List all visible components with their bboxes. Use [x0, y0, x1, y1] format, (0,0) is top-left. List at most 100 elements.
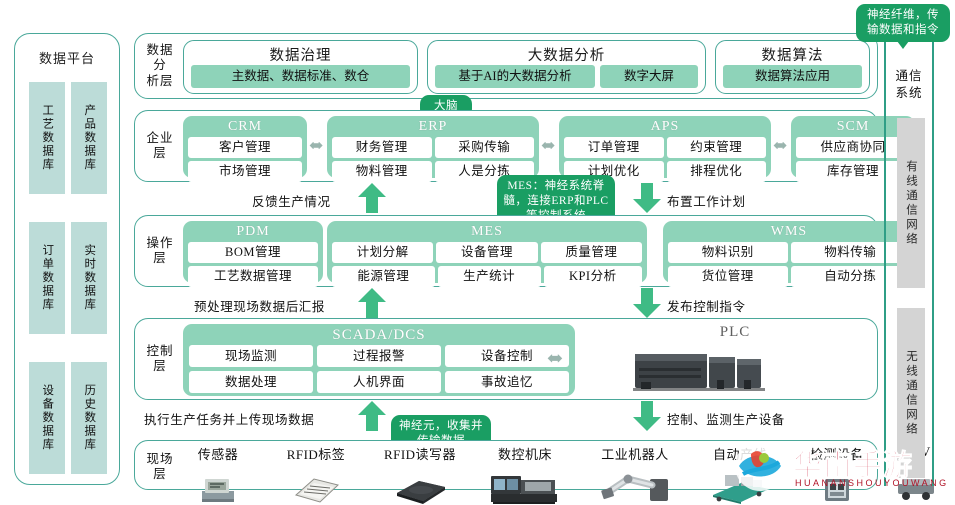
arrow-crm-erp: ⬌: [309, 136, 324, 155]
communication-column: 通信系统 有线通信网络 无线通信网络: [884, 18, 934, 486]
erp-cell-1: 采购传输: [434, 137, 534, 158]
pdm-title: PDM: [236, 224, 270, 239]
bigdata-analysis-title: 大数据分析: [527, 48, 606, 64]
wireless-network-box: 无线通信网络: [897, 308, 925, 478]
plc-hardware-icon: [633, 346, 783, 399]
mes-cell-3: 能源管理: [332, 266, 435, 287]
callout-nerve-fiber: 神经纤维，传输数据和指令: [856, 4, 950, 49]
sensor-board-icon: [181, 465, 255, 505]
label-assign-work-plan: 布置工作计划: [667, 195, 746, 209]
db-history: 历史数据库: [71, 362, 107, 474]
scada-cell-1: 过程报警: [317, 345, 441, 367]
cnc-machine-icon: [479, 465, 571, 505]
data-algorithm-card: 数据算法 数据算法应用: [715, 40, 870, 94]
production-line-icon: [697, 465, 783, 505]
device-rfid-reader-label: RFID读写器: [383, 447, 457, 462]
crm-cell-1: 市场管理: [188, 161, 302, 182]
scada-cell-5: 事故追忆: [445, 371, 569, 393]
bigdata-cell-1: 数字大屏: [600, 65, 698, 88]
label-preprocess-report: 预处理现场数据后汇报: [194, 300, 326, 314]
wms-cell-0: 物料识别: [668, 242, 788, 263]
robot-arm-icon: [583, 465, 687, 505]
label-control-monitor: 控制、监测生产设备: [667, 413, 785, 427]
wms-title: WMS: [770, 224, 808, 239]
aps-cell-1: 约束管理: [666, 137, 766, 158]
scm-cell-1: 库存管理: [796, 161, 910, 182]
system-mes: MES 计划分解 设备管理 质量管理 能源管理 生产统计 KPI分析: [327, 221, 647, 287]
field-layer-panel: 现场层 传感器 RFID标签: [134, 440, 934, 504]
wired-network-box: 有线通信网络: [897, 118, 925, 288]
mes-cell-1: 设备管理: [436, 242, 538, 263]
mes-cell-4: 生产统计: [437, 266, 541, 287]
device-robot-label: 工业机器人: [601, 447, 669, 462]
database-column-left: 工艺数据库 订单数据库 设备数据库: [29, 82, 65, 474]
control-layer-panel: 控制层 SCADA/DCS 现场监测 过程报警 设备控制 数据处理 人机界面 事…: [134, 318, 878, 400]
wms-cell-3: 自动分拣: [790, 266, 910, 287]
rfid-reader-icon: [369, 465, 471, 505]
device-inspection: 检测设备: [795, 444, 879, 505]
scm-cell-0: 供应商协同: [796, 137, 910, 158]
data-governance-cell-0: 主数据、数据标准、数仓: [191, 65, 410, 88]
communication-title: 通信系统: [895, 69, 923, 100]
operation-layer-label: 操作层: [146, 235, 174, 265]
label-publish-control: 发布控制指令: [667, 300, 746, 314]
enterprise-layer-panel: 企业层 CRM 客户管理 市场管理 ⬌ ERP 财务管理 采购传输 物料管理 人…: [134, 110, 915, 182]
data-governance-card: 数据治理 主数据、数据标准、数仓: [183, 40, 418, 94]
database-column-right: 产品数据库 实时数据库 历史数据库: [71, 82, 107, 474]
analysis-layer-panel: 数据分析层 数据治理 主数据、数据标准、数仓 大数据分析 基于AI的大数据分析 …: [134, 33, 878, 99]
system-wms: WMS 物料识别 物料传输 货位管理 自动分拣: [663, 221, 915, 287]
device-robot: 工业机器人: [583, 444, 687, 505]
erp-cell-2: 物料管理: [332, 161, 432, 182]
device-rfid-reader: RFID读写器: [369, 444, 471, 505]
plc-card: PLC: [605, 324, 865, 396]
rfid-tag-icon: [272, 465, 360, 505]
aps-cell-0: 订单管理: [564, 137, 664, 158]
system-aps: APS 订单管理 约束管理 计划优化 排程优化: [559, 116, 771, 182]
system-scm: SCM 供应商协同 库存管理: [791, 116, 915, 182]
scada-title: SCADA/DCS: [332, 327, 426, 343]
data-algorithm-cell-0: 数据算法应用: [723, 65, 862, 88]
device-production-line: 自动产线: [697, 444, 783, 505]
arrow-down-monitor: [633, 401, 661, 431]
device-rfid-tag: RFID标签: [272, 444, 360, 505]
wms-cell-2: 货位管理: [668, 266, 788, 287]
plc-title: PLC: [719, 324, 751, 340]
bigdata-analysis-card: 大数据分析 基于AI的大数据分析 数字大屏: [427, 40, 706, 94]
pdm-cell-0: BOM管理: [188, 242, 318, 263]
arrow-up-feedback: [358, 183, 386, 213]
device-production-line-label: 自动产线: [712, 447, 767, 462]
agv-icon: [887, 462, 945, 502]
arrow-down-publish: [633, 288, 661, 318]
scada-cell-0: 现场监测: [189, 345, 313, 367]
arrow-aps-scm: ⬌: [773, 136, 788, 155]
label-feedback-production: 反馈生产情况: [252, 195, 331, 209]
system-scada-dcs: SCADA/DCS 现场监测 过程报警 设备控制 数据处理 人机界面 事故追忆: [183, 324, 575, 396]
device-rfid-tag-label: RFID标签: [286, 447, 346, 462]
erp-title: ERP: [418, 119, 448, 134]
bigdata-cell-0: 基于AI的大数据分析: [435, 65, 595, 88]
arrow-erp-aps: ⬌: [541, 136, 556, 155]
scm-title: SCM: [836, 119, 870, 134]
device-cnc: 数控机床: [479, 444, 571, 505]
arrow-up-preprocess: [358, 288, 386, 318]
data-platform-title: 数据平台: [38, 51, 95, 66]
scada-cell-4: 人机界面: [317, 371, 441, 393]
device-sensor: 传感器: [181, 444, 255, 505]
erp-cell-0: 财务管理: [332, 137, 432, 158]
scada-cell-3: 数据处理: [189, 371, 313, 393]
db-equipment: 设备数据库: [29, 362, 65, 474]
pdm-cell-1: 工艺数据管理: [188, 266, 318, 287]
control-layer-label: 控制层: [146, 343, 174, 373]
db-order: 订单数据库: [29, 222, 65, 334]
inspection-device-icon: [795, 465, 879, 505]
db-product: 产品数据库: [71, 82, 107, 194]
label-execute-upload: 执行生产任务并上传现场数据: [144, 413, 315, 427]
operation-layer-panel: 操作层 PDM BOM管理 工艺数据管理 MES 计划分解 设备管理 质量管理 …: [134, 215, 915, 287]
arrow-scada-plc: ⬌: [547, 348, 563, 370]
mes-title: MES: [471, 224, 503, 239]
enterprise-layer-label: 企业层: [146, 130, 174, 160]
crm-title: CRM: [227, 119, 263, 134]
mes-cell-0: 计划分解: [332, 242, 434, 263]
device-cnc-label: 数控机床: [497, 447, 552, 462]
